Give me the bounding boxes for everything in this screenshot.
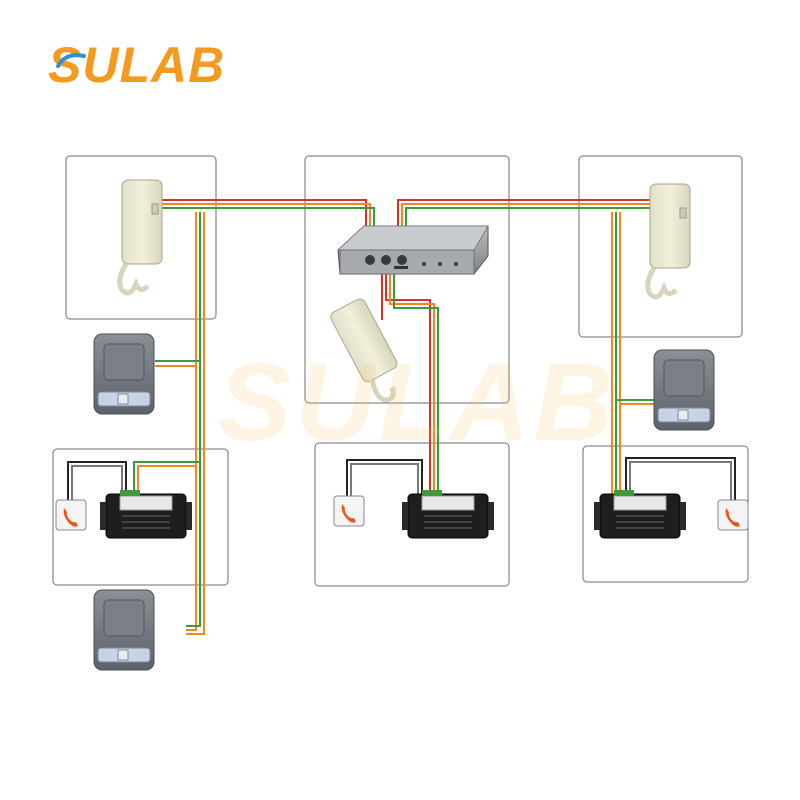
frame-right-top xyxy=(578,155,743,338)
handset-telephone-icon xyxy=(117,179,163,296)
frame-center-top xyxy=(304,155,510,404)
wire-orange xyxy=(137,465,196,494)
phone-call-button-icon xyxy=(717,499,749,531)
wire-green xyxy=(186,212,201,627)
wire-gray xyxy=(629,461,732,500)
speaker-intercom-icon xyxy=(93,333,155,415)
wire-gray xyxy=(71,465,123,500)
wire-red xyxy=(385,268,431,494)
phone-call-button-icon xyxy=(55,499,87,531)
wire-orange xyxy=(186,212,205,635)
intercom-host-unit-icon xyxy=(336,225,489,275)
wire-green xyxy=(393,268,439,494)
brand-logo: SULAB xyxy=(48,40,225,90)
interface-module-icon xyxy=(594,490,686,539)
wire-green xyxy=(158,207,375,252)
wire-black xyxy=(67,461,127,500)
logo-text: SULAB xyxy=(48,37,226,93)
speaker-intercom-icon xyxy=(93,589,155,671)
interface-module-icon xyxy=(100,490,192,539)
logo-swoosh-icon xyxy=(56,53,86,68)
wire-black xyxy=(625,457,736,500)
frame-center-bottom xyxy=(314,442,510,587)
frame-left-top xyxy=(65,155,217,320)
wire-gray xyxy=(350,463,419,496)
wire-green xyxy=(133,461,200,494)
handset-telephone-icon xyxy=(330,298,398,403)
wire-orange xyxy=(186,212,197,631)
wire-black xyxy=(346,459,423,496)
handset-telephone-icon xyxy=(645,183,691,300)
wire-orange xyxy=(389,268,435,494)
interface-module-icon xyxy=(402,490,494,539)
speaker-intercom-icon xyxy=(653,349,715,431)
phone-call-button-icon xyxy=(333,495,365,527)
wire-orange xyxy=(158,203,371,252)
frame-left-bottom xyxy=(52,448,229,586)
